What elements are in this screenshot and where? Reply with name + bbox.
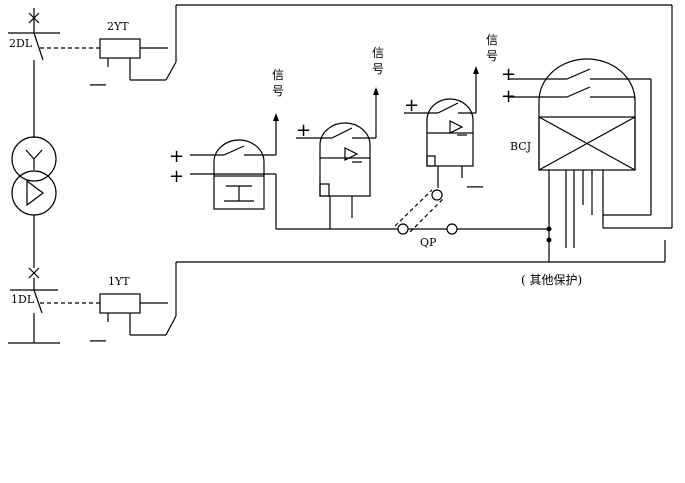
signal-2-char-1: 信 — [372, 46, 384, 60]
trip-coil-2yt-label: 2YT — [107, 20, 129, 33]
signal-1-char-1: 信 — [272, 68, 284, 82]
lockout-relay-bcj — [508, 58, 672, 262]
trip-coil-1yt-label: 1YT — [108, 275, 130, 288]
plus-relay3: + — [404, 95, 419, 116]
plus-bcj-a: + — [501, 64, 516, 85]
breaker-1dl-label: 1DL — [11, 293, 35, 306]
relay-1 — [190, 113, 398, 230]
breaker-2dl-contact — [33, 32, 44, 61]
transformer-winding-wye — [11, 136, 57, 182]
breaker-1dl-contact — [33, 289, 43, 314]
plus-relay2: + — [296, 120, 311, 141]
transformer-winding-delta — [11, 170, 57, 216]
plus-bcj-b: + — [501, 86, 516, 107]
pressure-plate-qp — [394, 189, 549, 235]
plus-relay1-b: + — [169, 166, 184, 187]
signal-1-char-2: 号 — [272, 84, 284, 98]
trip-coil-2yt — [40, 4, 673, 228]
plus-relay1-a: + — [169, 146, 184, 167]
breaker-2dl-label: 2DL — [9, 37, 33, 50]
trip-coil-1yt — [40, 240, 666, 336]
other-protection-label: ( 其他保护) — [521, 273, 582, 287]
minus-2yt: — — [89, 74, 107, 95]
primary-line — [8, 8, 60, 344]
relay-2 — [296, 87, 379, 229]
signal-3-char-1: 信 — [486, 33, 498, 47]
minus-relay3: — — [466, 176, 484, 197]
relay-3 — [404, 66, 479, 188]
pressure-plate-label: QP — [420, 236, 437, 249]
minus-1yt: — — [89, 330, 107, 351]
signal-2-char-2: 号 — [372, 62, 384, 76]
signal-3-char-2: 号 — [486, 49, 498, 63]
lockout-relay-label: BCJ — [510, 140, 531, 153]
